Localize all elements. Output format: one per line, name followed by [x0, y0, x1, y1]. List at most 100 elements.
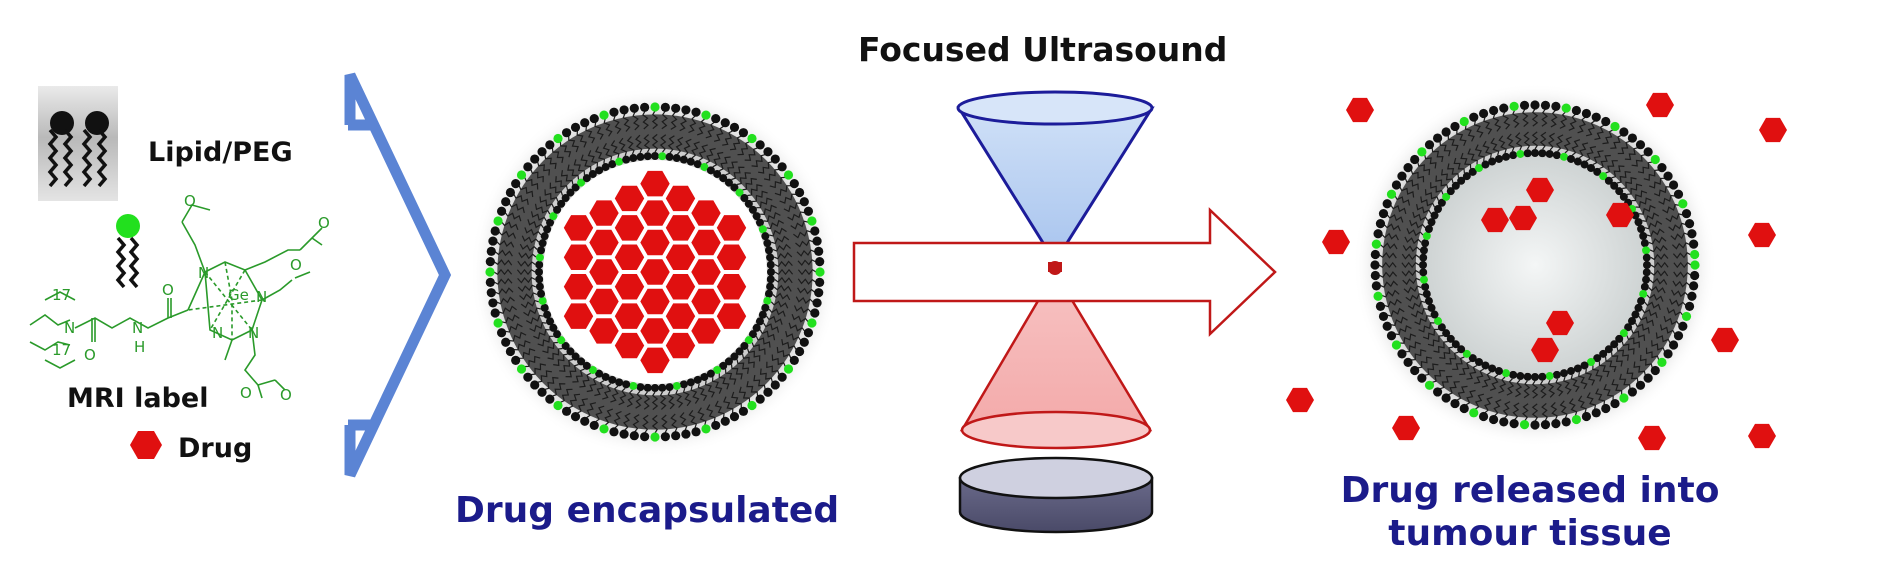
- lipid-tail: [517, 260, 536, 268]
- lipid-head: [1643, 373, 1653, 383]
- lipid-head: [636, 383, 645, 392]
- lipid-head: [1687, 291, 1697, 301]
- lipid-head: [1488, 157, 1497, 166]
- lipid-tail: [1481, 371, 1491, 388]
- lipid-head: [582, 174, 591, 183]
- lipid-head: [1469, 408, 1479, 418]
- lipid-tail: [1578, 372, 1588, 390]
- lipid-tail: [1568, 398, 1578, 416]
- lipid-tail: [626, 389, 635, 408]
- lipid-tail: [679, 113, 687, 132]
- lipid-tail: [1473, 368, 1485, 384]
- lipid-head: [812, 298, 822, 308]
- lipid-tail: [547, 347, 563, 360]
- lipid-tail: [493, 259, 513, 266]
- chem-label-n6: N: [132, 319, 143, 337]
- lipid-head: [1427, 218, 1436, 227]
- lipid-head: [530, 380, 540, 390]
- lipid-tail: [642, 414, 649, 434]
- drug-hexagon: [638, 317, 672, 345]
- lipid-head: [810, 308, 820, 318]
- drug-hexagon: [638, 228, 672, 257]
- lipid-head: [640, 432, 650, 442]
- lipid-head: [1424, 297, 1433, 306]
- lipid-tail: [1390, 204, 1407, 215]
- lipid-head: [1430, 310, 1439, 319]
- lipid-tail: [791, 313, 809, 323]
- lipid-head: [738, 406, 749, 416]
- lipid-tail: [1456, 385, 1468, 401]
- lipid-tail: [722, 130, 733, 146]
- lipid-head: [672, 154, 681, 163]
- lipid-head: [1481, 361, 1490, 370]
- lipid-head: [1573, 157, 1582, 166]
- lipid-tail: [738, 386, 751, 403]
- lipid-tail: [1506, 378, 1515, 396]
- lipid-tail: [768, 308, 786, 317]
- lipid-head: [490, 226, 500, 236]
- lipid-tail: [537, 370, 552, 383]
- lipid-head: [601, 372, 610, 381]
- liposome-2-membrane: [1370, 100, 1700, 430]
- lipid-tail: [1506, 133, 1515, 152]
- lipid-head: [1468, 354, 1477, 363]
- lipid-tail: [518, 185, 534, 198]
- lipid-head: [535, 268, 543, 276]
- lipid-head: [1642, 268, 1651, 277]
- lipid-tail: [787, 211, 805, 221]
- lipid-head: [1642, 253, 1651, 262]
- drug-hexagon: [664, 272, 697, 301]
- lipid-head: [748, 205, 757, 214]
- lipid-head: [1488, 414, 1499, 425]
- lipid-head: [1478, 411, 1489, 422]
- lipid-tail: [788, 322, 806, 332]
- lipid-head: [1593, 167, 1602, 176]
- lipid-head: [1631, 211, 1640, 220]
- lipid-head: [501, 197, 511, 207]
- lipid-tail: [683, 138, 692, 157]
- lipid-head: [1494, 367, 1503, 376]
- lipid-tail: [1431, 369, 1446, 383]
- lipid-tail: [773, 252, 793, 260]
- lipid-tail: [746, 348, 761, 362]
- lipid-tail: [1668, 222, 1686, 232]
- lipid-head: [1678, 199, 1688, 209]
- lipid-tail: [1637, 161, 1653, 174]
- lipid-head: [1601, 403, 1611, 414]
- drug-legend-icon: [130, 431, 162, 459]
- lipid-head: [665, 383, 674, 392]
- lipid-tail: [1380, 280, 1399, 288]
- lipid-tail: [713, 125, 724, 142]
- lipid-head: [711, 420, 721, 431]
- lipid-tail: [1641, 309, 1658, 319]
- lipid-tail: [1626, 367, 1639, 383]
- lipid-tail: [1502, 111, 1511, 130]
- lipid-head: [1581, 108, 1592, 119]
- lipid-tail: [1416, 203, 1432, 215]
- liposome-1-drug-core: [562, 169, 748, 375]
- lipid-head: [747, 133, 757, 144]
- lipid-head: [490, 308, 500, 318]
- transducer-top: [958, 456, 1154, 500]
- lipid-head: [766, 275, 775, 284]
- lipid-tail: [1577, 395, 1587, 413]
- lipid-tail: [774, 185, 791, 196]
- lipid-head: [1587, 164, 1595, 173]
- released-drug-hexagon: [1759, 117, 1787, 143]
- lipid-tail: [1424, 154, 1437, 169]
- lipid-head: [516, 364, 527, 374]
- focused-ultrasound-label: Focused Ultrasound: [858, 30, 1228, 69]
- lipid-head: [1437, 198, 1446, 207]
- lipid-head: [1459, 116, 1469, 127]
- lipid-head: [1375, 301, 1386, 312]
- lipid-tail: [635, 390, 643, 409]
- lipid-head: [1397, 349, 1407, 359]
- lipid-tail: [1624, 147, 1639, 161]
- lipid-head: [640, 102, 650, 112]
- lipid-head: [643, 152, 652, 161]
- lipid-head: [1591, 408, 1601, 418]
- drug-hexagon: [715, 213, 748, 242]
- lipid-tail: [1390, 316, 1408, 327]
- lipid-tail: [1638, 204, 1656, 215]
- lipid-head: [1552, 151, 1561, 160]
